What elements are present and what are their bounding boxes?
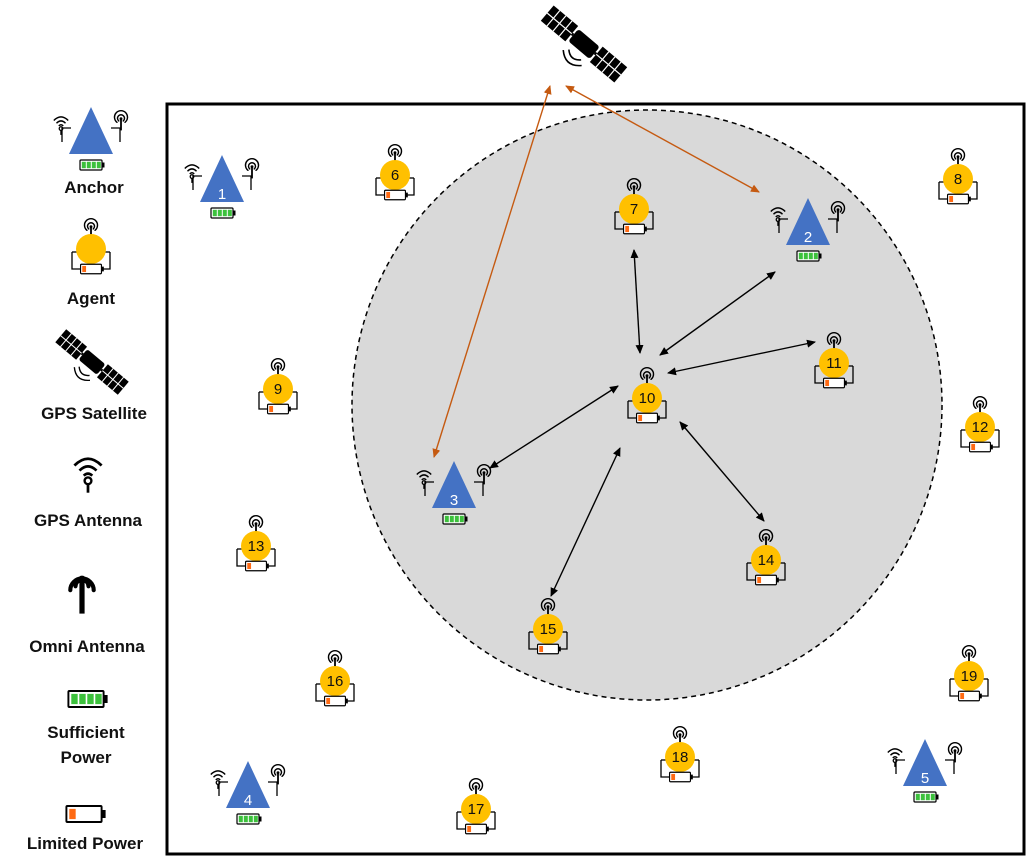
agent-node: 9 xyxy=(258,358,298,415)
legend-satellite-label: GPS Satellite xyxy=(41,404,147,423)
anchor-node: 3 xyxy=(416,461,492,525)
agent-node: 15 xyxy=(528,598,568,655)
omni-antenna-icon xyxy=(68,575,96,614)
node-label: 9 xyxy=(274,381,282,398)
node-label: 8 xyxy=(954,171,962,188)
node-label: 15 xyxy=(540,621,557,638)
agent-node: 10 xyxy=(627,367,667,424)
agent-node: 12 xyxy=(960,396,1000,453)
node-label: 16 xyxy=(327,673,344,690)
links-layer xyxy=(432,85,816,597)
node-label: 1 xyxy=(218,186,226,203)
node-label: 6 xyxy=(391,167,399,184)
legend: Anchor Agent GPS Satellite GPS Antenna O… xyxy=(27,107,147,853)
node-label: 12 xyxy=(972,419,989,436)
legend-anchor-icon xyxy=(53,107,129,171)
agent-node: 7 xyxy=(614,178,654,235)
node-label: 19 xyxy=(961,668,978,685)
node-label: 10 xyxy=(639,390,656,407)
gps-antenna-icon xyxy=(73,457,103,493)
gps-link xyxy=(432,85,552,458)
node-label: 5 xyxy=(921,770,929,787)
legend-gps-antenna-label: GPS Antenna xyxy=(34,511,143,530)
node-label: 11 xyxy=(826,355,842,372)
satellite-layer xyxy=(540,5,628,83)
anchor-node: 2 xyxy=(770,198,846,262)
legend-agent-icon xyxy=(71,218,111,275)
agent-node: 17 xyxy=(456,778,496,835)
ranging-link xyxy=(630,249,644,354)
anchor-node: 1 xyxy=(184,155,260,219)
node-label: 18 xyxy=(672,749,689,766)
node-label: 13 xyxy=(248,538,265,555)
node-label: 4 xyxy=(244,792,252,809)
gps-link xyxy=(565,85,760,193)
gps-satellite-icon xyxy=(540,5,628,83)
agent-node: 14 xyxy=(746,529,786,586)
battery-low-icon xyxy=(65,805,106,823)
node-label: 17 xyxy=(468,801,485,818)
ranging-link xyxy=(667,339,816,376)
ranging-link xyxy=(550,447,621,597)
node-label: 7 xyxy=(630,201,638,218)
anchor-node: 4 xyxy=(210,761,286,825)
legend-sufficient-power-line1: Sufficient xyxy=(47,723,125,742)
legend-anchor-label: Anchor xyxy=(64,178,124,197)
agent-node: 6 xyxy=(375,144,415,201)
node-label: 14 xyxy=(758,552,775,569)
legend-limited-power-label: Limited Power xyxy=(27,834,144,853)
legend-agent-label: Agent xyxy=(67,289,116,308)
legend-omni-antenna-label: Omni Antenna xyxy=(29,637,145,656)
battery-full-icon xyxy=(67,690,108,708)
agent-node: 18 xyxy=(660,726,700,783)
agent-node: 16 xyxy=(315,650,355,707)
legend-sufficient-power-line2: Power xyxy=(60,748,111,767)
ranging-link xyxy=(679,421,765,522)
legend-satellite-icon xyxy=(55,329,129,395)
anchor-node: 5 xyxy=(887,739,963,803)
agent-node: 8 xyxy=(938,148,978,205)
agent-node: 13 xyxy=(236,515,276,572)
agent-node: 11 xyxy=(814,332,854,389)
node-label: 2 xyxy=(804,229,812,246)
node-label: 3 xyxy=(450,492,458,509)
agent-node: 19 xyxy=(949,645,989,702)
